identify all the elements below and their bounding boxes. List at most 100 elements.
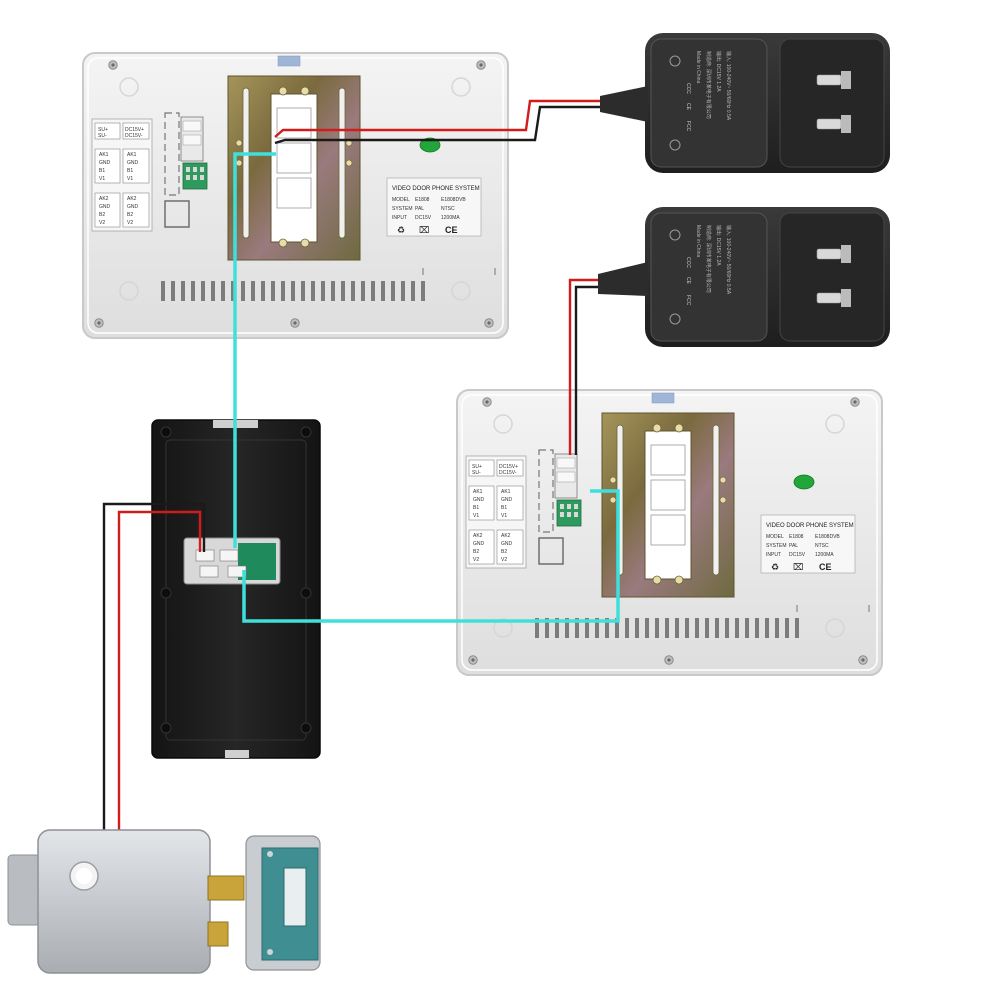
weee-bin-icon: ⌧ xyxy=(793,562,803,572)
terminal-label: V2 xyxy=(501,557,507,563)
rating-plate-input-label: INPUT xyxy=(392,215,407,221)
signal-wire-cyan-top xyxy=(233,152,276,548)
rating-plate-input: DC15V xyxy=(415,215,432,221)
rating-plate-model-label: MODEL xyxy=(392,197,410,203)
rating-plate-title: VIDEO DOOR PHONE SYSTEM xyxy=(766,523,854,529)
terminal-label: AK2 xyxy=(99,196,109,202)
adapter-text-line: 输入: 100-240V~ 50/60Hz 0.5A xyxy=(725,225,732,295)
terminal-label: AK1 xyxy=(473,489,483,495)
terminal-label: GND xyxy=(473,541,485,547)
rating-plate-model-1: E1808 xyxy=(789,534,804,540)
terminal-label: SU- xyxy=(472,470,481,476)
terminal-label: B2 xyxy=(127,212,133,218)
lock-wire-red xyxy=(117,510,202,838)
rating-plate: VIDEO DOOR PHONE SYSTEM MODEL E1808 E180… xyxy=(766,523,854,572)
terminal-label-panel: SU+ SU- DC15V+ DC15V- AK1 GND B1 V1 AK1 … xyxy=(98,127,144,226)
terminal-label: DC15V+ xyxy=(499,464,518,470)
terminal-label: V2 xyxy=(99,220,105,226)
fcc-logo-icon: FCC xyxy=(685,295,691,306)
terminal-label: DC15V- xyxy=(125,133,143,139)
terminal-label: SU+ xyxy=(472,464,482,470)
terminal-label: V1 xyxy=(501,513,507,519)
lock-wire-black xyxy=(102,502,206,838)
wire-bundle xyxy=(102,99,620,838)
terminal-label: B1 xyxy=(127,168,133,174)
ce-mark-icon: CE xyxy=(445,225,458,235)
terminal-label: GND xyxy=(473,497,485,503)
terminal-label: GND xyxy=(127,204,139,210)
recycle-icon: ♻ xyxy=(397,225,405,235)
adapter-text-line: 输出: DC15V 1.2A xyxy=(715,225,722,266)
adapter-text-line: 制造商: 深圳市某电子有限公司 xyxy=(705,225,712,293)
adapter-label-text: 输入: 100-240V~ 50/60Hz 0.5A 输出: DC15V 1.2… xyxy=(695,225,732,295)
terminal-label: DC15V+ xyxy=(125,127,144,133)
power-adapter-1: 输入: 100-240V~ 50/60Hz 0.5A 输出: DC15V 1.2… xyxy=(644,32,891,174)
terminal-label: DC15V- xyxy=(499,470,517,476)
ce-mark-icon: CE xyxy=(819,562,832,572)
rating-plate-input-label: INPUT xyxy=(766,552,781,558)
terminal-label: B1 xyxy=(99,168,105,174)
rating-plate-current: 1200MA xyxy=(815,552,834,558)
rating-plate-model-2: E1808DVB xyxy=(815,534,840,540)
terminal-label: AK1 xyxy=(99,152,109,158)
rating-plate-system-label: SYSTEM xyxy=(766,543,787,549)
rating-plate-title: VIDEO DOOR PHONE SYSTEM xyxy=(392,186,480,192)
terminal-label: AK2 xyxy=(127,196,137,202)
terminal-label: V1 xyxy=(127,176,133,182)
adapter-text-line: Made in China xyxy=(695,51,701,83)
terminal-label: AK2 xyxy=(473,533,483,539)
rating-plate-system-1: PAL xyxy=(415,206,424,212)
ccc-logo-icon: CCC xyxy=(685,257,691,268)
ce-logo-icon: CE xyxy=(685,103,691,111)
terminal-label: B2 xyxy=(501,549,507,555)
rating-plate: VIDEO DOOR PHONE SYSTEM MODEL E1808 E180… xyxy=(392,186,480,235)
terminal-label: AK2 xyxy=(501,533,511,539)
terminal-label: GND xyxy=(501,497,513,503)
rating-plate-system-label: SYSTEM xyxy=(392,206,413,212)
terminal-label: SU- xyxy=(98,133,107,139)
adapter-text-line: 制造商: 深圳市某电子有限公司 xyxy=(705,51,712,119)
terminal-label: V1 xyxy=(99,176,105,182)
weee-bin-icon: ⌧ xyxy=(419,225,429,235)
adapter-cable-reliefs xyxy=(598,86,648,296)
terminal-label: AK1 xyxy=(127,152,137,158)
rating-plate-current: 1200MA xyxy=(441,215,460,221)
terminal-label: AK1 xyxy=(501,489,511,495)
terminal-label-panel: SU+ SU- DC15V+ DC15V- AK1 GND B1 V1 AK1 … xyxy=(472,464,518,563)
power-wire-red-top xyxy=(274,99,600,138)
adapter-text-line: 输出: DC15V 1.2A xyxy=(715,51,722,92)
terminal-label: B2 xyxy=(473,549,479,555)
terminal-label: GND xyxy=(127,160,139,166)
rating-plate-system-2: NTSC xyxy=(815,543,829,549)
power-adapter-2: 输入: 100-240V~ 50/60Hz 0.5A 输出: DC15V 1.2… xyxy=(644,206,891,348)
terminal-label: V2 xyxy=(473,557,479,563)
terminal-label: GND xyxy=(99,204,111,210)
ce-logo-icon: CE xyxy=(685,277,691,285)
fcc-logo-icon: FCC xyxy=(685,121,691,132)
terminal-label: GND xyxy=(501,541,513,547)
terminal-label: SU+ xyxy=(98,127,108,133)
rating-plate-system-1: PAL xyxy=(789,543,798,549)
electric-lock xyxy=(7,829,245,974)
adapter-label-text: 输入: 100-240V~ 50/60Hz 0.5A 输出: DC15V 1.2… xyxy=(695,51,732,121)
terminal-label: B1 xyxy=(473,505,479,511)
recycle-icon: ♻ xyxy=(771,562,779,572)
power-wire-black-top xyxy=(274,105,600,145)
rating-plate-model-2: E1808DVB xyxy=(441,197,466,203)
terminal-label: V2 xyxy=(127,220,133,226)
rating-plate-input: DC15V xyxy=(789,552,806,558)
ccc-logo-icon: CCC xyxy=(685,83,691,94)
terminal-label: B1 xyxy=(501,505,507,511)
power-wire-black-second xyxy=(574,285,600,455)
adapter-text-line: Made in China xyxy=(695,225,701,257)
terminal-label: B2 xyxy=(99,212,105,218)
terminal-label: GND xyxy=(99,160,111,166)
rating-plate-model-label: MODEL xyxy=(766,534,784,540)
signal-wire-cyan-second xyxy=(242,489,620,623)
power-wire-red-second xyxy=(568,278,600,455)
indoor-monitor-bottom: SU+ SU- DC15V+ DC15V- AK1 GND B1 V1 AK1 … xyxy=(457,390,882,675)
terminal-label: V1 xyxy=(473,513,479,519)
rating-plate-model-1: E1808 xyxy=(415,197,430,203)
rating-plate-system-2: NTSC xyxy=(441,206,455,212)
